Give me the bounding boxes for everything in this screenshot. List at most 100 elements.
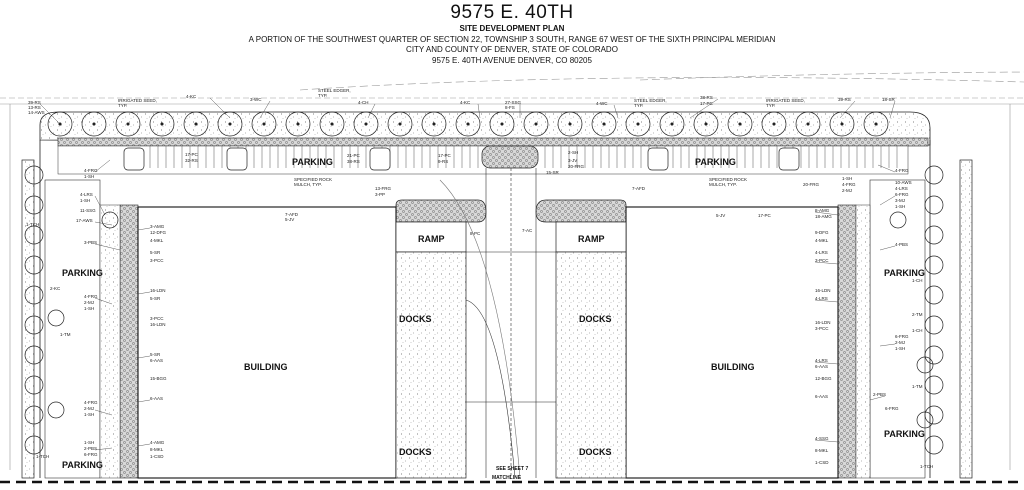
plant-tag: 4-AMG bbox=[150, 440, 165, 445]
plant-tag: 8-MKL bbox=[150, 447, 164, 452]
tree-symbol bbox=[24, 315, 44, 335]
plant-tag: 18-AMG bbox=[815, 214, 832, 219]
parking-label-bottom-left: PARKING bbox=[62, 460, 103, 470]
plant-tag: 4-SSG bbox=[815, 436, 829, 441]
tree-symbol bbox=[24, 225, 44, 245]
plant-tag: 16-LDN bbox=[815, 320, 831, 325]
tree-symbol bbox=[183, 111, 209, 137]
plant-tag: 4-MKL bbox=[815, 238, 829, 243]
plant-tag: 4-LRS bbox=[80, 192, 93, 197]
top-planting-band bbox=[39, 111, 931, 147]
tree-symbol bbox=[149, 111, 175, 137]
plant-tag: 7-AFD bbox=[285, 212, 299, 217]
plant-tag: 6-AAS bbox=[150, 358, 163, 363]
plant-tag: 1-TCH bbox=[26, 222, 39, 227]
plant-tags-building-left: 3-AMG12-DFG4-MKL5-SR3-PCC16-LDN5-SR3-PCC… bbox=[150, 224, 167, 459]
plant-tag: 5-JV bbox=[285, 217, 294, 222]
tree-symbol bbox=[24, 375, 44, 395]
callout-irrigated-seed-left: IRRIGATED SEED, bbox=[118, 98, 157, 103]
plant-tag: 4-MKL bbox=[150, 238, 164, 243]
plant-tag: 3-WC bbox=[250, 97, 262, 102]
tree-symbol bbox=[924, 225, 944, 245]
plant-tag: 2-MJ bbox=[84, 406, 94, 411]
tree-symbol bbox=[924, 405, 944, 425]
plant-tag: 4-KC bbox=[186, 94, 197, 99]
docks-label-lower-left: DOCKS bbox=[399, 447, 432, 457]
tree-symbol bbox=[761, 111, 787, 137]
callout-typ-right: TYP. bbox=[766, 103, 775, 108]
tree-symbol bbox=[863, 111, 889, 137]
callout-typ-left: TYP. bbox=[118, 103, 127, 108]
plant-tag: 17-PC bbox=[185, 152, 199, 157]
plant-tag: 15-SR bbox=[546, 170, 560, 175]
parking-label-top-right: PARKING bbox=[695, 157, 736, 167]
tree-symbol bbox=[47, 111, 73, 137]
plant-tag: 5-JV bbox=[716, 213, 725, 218]
parking-label-bottom-right: PARKING bbox=[884, 429, 925, 439]
right-site-edge bbox=[837, 140, 973, 479]
tree-symbol bbox=[319, 111, 345, 137]
tree-symbol bbox=[24, 165, 44, 185]
parking-islands bbox=[123, 145, 800, 171]
tree-symbol bbox=[489, 111, 515, 137]
plant-tag: 6-AAS bbox=[815, 364, 828, 369]
plant-tag: 12-DFG bbox=[150, 230, 167, 235]
plant-tag: 1-CSD bbox=[815, 460, 829, 465]
plant-tag: 8-MKL bbox=[815, 448, 829, 453]
plant-tag: 1-SH bbox=[842, 176, 852, 181]
plant-tag: 4-CH bbox=[358, 100, 369, 105]
plant-tag: 1-CH bbox=[912, 278, 923, 283]
plant-tag: 4-LRS bbox=[815, 296, 828, 301]
tree-symbol bbox=[101, 211, 119, 229]
plant-tag: 15-BGG bbox=[150, 376, 167, 381]
plant-tag: 9-DFG bbox=[815, 230, 829, 235]
plant-tag: 7-AFD bbox=[632, 186, 646, 191]
tree-symbol bbox=[24, 345, 44, 365]
callout-steel-edger-left: STEEL EDGER, bbox=[318, 88, 351, 93]
plant-tags-building-right: 8-AMG18-AMG9-DFG4-MKL4-LRS3-PCC16-LDN4-L… bbox=[815, 208, 832, 465]
tree-symbol bbox=[924, 255, 944, 275]
tree-symbol bbox=[285, 111, 311, 137]
plant-tag: 4-FRG bbox=[895, 168, 909, 173]
callout-typ-edger-left: TYP. bbox=[318, 93, 327, 98]
plant-tag: 3-PCC bbox=[150, 258, 164, 263]
tree-symbol bbox=[625, 111, 651, 137]
building-label-left: BUILDING bbox=[244, 362, 288, 372]
plant-tag: 3-PBS bbox=[84, 240, 97, 245]
plant-tag: 3-PP bbox=[375, 192, 385, 197]
jurisdiction-line: CITY AND COUNTY OF DENVER, STATE OF COLO… bbox=[406, 45, 618, 54]
plant-tag: 9-RS bbox=[438, 159, 448, 164]
plan-title: 9575 E. 40TH bbox=[450, 2, 574, 23]
tree-symbol bbox=[916, 411, 934, 429]
matchline-label: MATCHLINE bbox=[492, 475, 522, 481]
plant-tag: 1-SH bbox=[895, 204, 905, 209]
plant-tag: 12-BGG bbox=[815, 376, 832, 381]
tree-symbol bbox=[557, 111, 583, 137]
plant-tag: 32-RS bbox=[185, 158, 198, 163]
tree-symbol bbox=[889, 211, 907, 229]
plant-tag: 6-FRG bbox=[895, 334, 909, 339]
building-footprints bbox=[137, 206, 839, 479]
plant-tags-center: 21-PC38-RS17-PC32-RS13-FRG3-PP7-AFD5-JV8… bbox=[185, 150, 856, 236]
plant-tags-right: 4-FRG10-AWS4-LRS6-FRG3-MJ1-SH4-PBS1-CH2-… bbox=[873, 168, 933, 469]
plant-tag: 6-AAS bbox=[150, 396, 163, 401]
plant-tag: 2-MJ bbox=[84, 300, 94, 305]
plant-tag: 4-FRG bbox=[84, 400, 98, 405]
drive-aisle-lines bbox=[439, 168, 537, 479]
see-sheet-note: SEE SHEET 7 bbox=[496, 466, 528, 472]
docks-label-upper-right: DOCKS bbox=[579, 314, 612, 324]
tree-symbol bbox=[924, 345, 944, 365]
callout-mulch-left: MULCH, TYP. bbox=[294, 182, 322, 187]
plant-tag: 1-SH bbox=[84, 174, 94, 179]
tree-symbol bbox=[115, 111, 141, 137]
plant-tag: 17-AWS bbox=[76, 218, 93, 223]
tree-symbol bbox=[24, 285, 44, 305]
tree-symbol bbox=[217, 111, 243, 137]
plant-tag: 13-FRG bbox=[375, 186, 392, 191]
plant-tag: 5-SR bbox=[150, 352, 161, 357]
plant-tag: 17-PC bbox=[758, 213, 772, 218]
ramp-label-left: RAMP bbox=[418, 234, 445, 244]
plant-tag: 39-RS bbox=[838, 97, 851, 102]
